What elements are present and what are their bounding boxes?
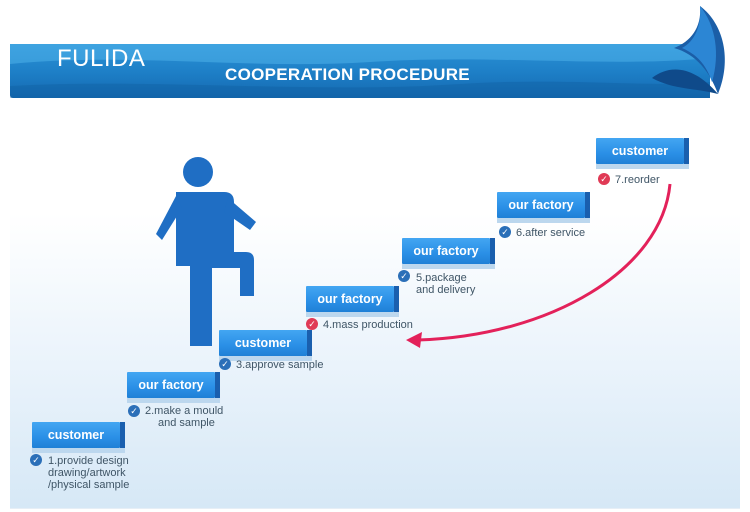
step-1-box: customer <box>32 422 125 453</box>
step-1-description: 1.provide design drawing/artwork /physic… <box>48 455 130 491</box>
banner-title: COOPERATION PROCEDURE <box>225 65 470 84</box>
step-4-box: our factory <box>306 286 399 317</box>
step-5-box: our factory <box>402 238 495 269</box>
blue-check-icon: ✓ <box>219 358 231 370</box>
step-3-description: 3.approve sample <box>236 359 324 371</box>
blue-check-icon: ✓ <box>499 226 511 238</box>
step-4-description: 4.mass production <box>323 319 413 331</box>
step-7-description: 7.reorder <box>615 174 660 186</box>
step-6-box: our factory <box>497 192 590 223</box>
step-6-description: 6.after service <box>516 227 586 239</box>
leaf-logo-icon <box>652 6 725 94</box>
red-check-icon: ✓ <box>598 173 610 185</box>
step-7-box: customer <box>596 138 689 169</box>
header-banner <box>10 44 710 98</box>
curved-arrow-icon <box>406 183 672 348</box>
brand-name: FULIDA <box>57 45 146 72</box>
blue-check-icon: ✓ <box>30 454 42 466</box>
climbing-person-icon <box>156 157 256 346</box>
banner-wave-decoration <box>10 44 710 98</box>
step-2-description: 2.make a mould and sample <box>145 405 224 429</box>
step-3-box: customer <box>219 330 312 361</box>
step-5-description: 5.package and delivery <box>416 272 476 296</box>
blue-check-icon: ✓ <box>398 270 410 282</box>
red-check-icon: ✓ <box>306 318 318 330</box>
step-2-box: our factory <box>127 372 220 403</box>
blue-check-icon: ✓ <box>128 405 140 417</box>
